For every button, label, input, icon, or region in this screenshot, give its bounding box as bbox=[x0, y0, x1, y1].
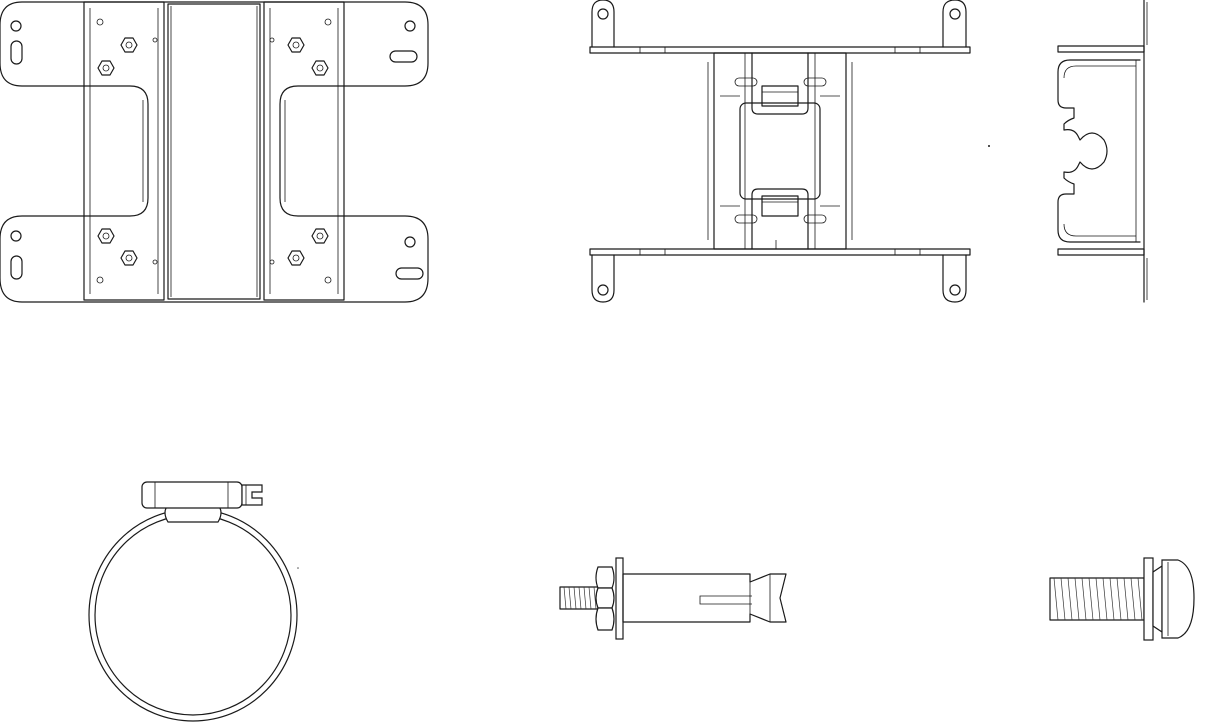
bracket-front-outline bbox=[0, 2, 428, 302]
clamp-housing bbox=[142, 482, 242, 508]
bracket-tab bbox=[592, 0, 614, 47]
screw-head bbox=[1162, 560, 1194, 638]
bracket-tab bbox=[943, 0, 966, 47]
clip-block-lower bbox=[752, 189, 808, 249]
screw-spring-washer bbox=[1153, 566, 1162, 632]
bracket-front-left-plate bbox=[84, 2, 164, 300]
hole-icon bbox=[405, 21, 415, 31]
anchor-hex-nut bbox=[596, 608, 614, 630]
bracket-back-view bbox=[590, 0, 970, 302]
bracket-front-center-channel bbox=[168, 4, 260, 299]
slot-hole-icon bbox=[11, 41, 22, 64]
clip-block-upper bbox=[752, 53, 808, 114]
side-view-bottom-flange bbox=[1058, 249, 1144, 255]
bracket-back-bottom-rail bbox=[590, 249, 970, 255]
bracket-front-view bbox=[0, 2, 428, 302]
anchor-washer bbox=[616, 558, 623, 639]
bracket-back-top-rail bbox=[590, 47, 970, 53]
clamp-band-outer bbox=[89, 509, 297, 721]
expansion-anchor-bolt bbox=[560, 558, 786, 639]
screw-with-washer bbox=[1050, 558, 1194, 640]
clamp-screw-head bbox=[242, 485, 262, 505]
screw-flat-washer bbox=[1144, 558, 1153, 640]
bracket-side-view bbox=[988, 0, 1147, 302]
hole-icon bbox=[11, 21, 21, 31]
hole-icon bbox=[405, 237, 415, 247]
clamp-band-inner bbox=[95, 515, 291, 715]
slot-hole-icon bbox=[390, 51, 417, 62]
side-view-profile bbox=[1058, 60, 1140, 242]
side-view-top-flange bbox=[1058, 46, 1144, 52]
slot-hole-icon bbox=[11, 256, 22, 279]
hex-nut-icon bbox=[98, 38, 328, 265]
bracket-front-right-plate bbox=[264, 2, 344, 300]
hole-icon bbox=[11, 231, 21, 241]
anchor-sleeve bbox=[623, 574, 786, 622]
bracket-back-center-window bbox=[740, 103, 820, 199]
hose-clamp bbox=[89, 482, 299, 721]
slot-hole-icon bbox=[396, 268, 423, 279]
